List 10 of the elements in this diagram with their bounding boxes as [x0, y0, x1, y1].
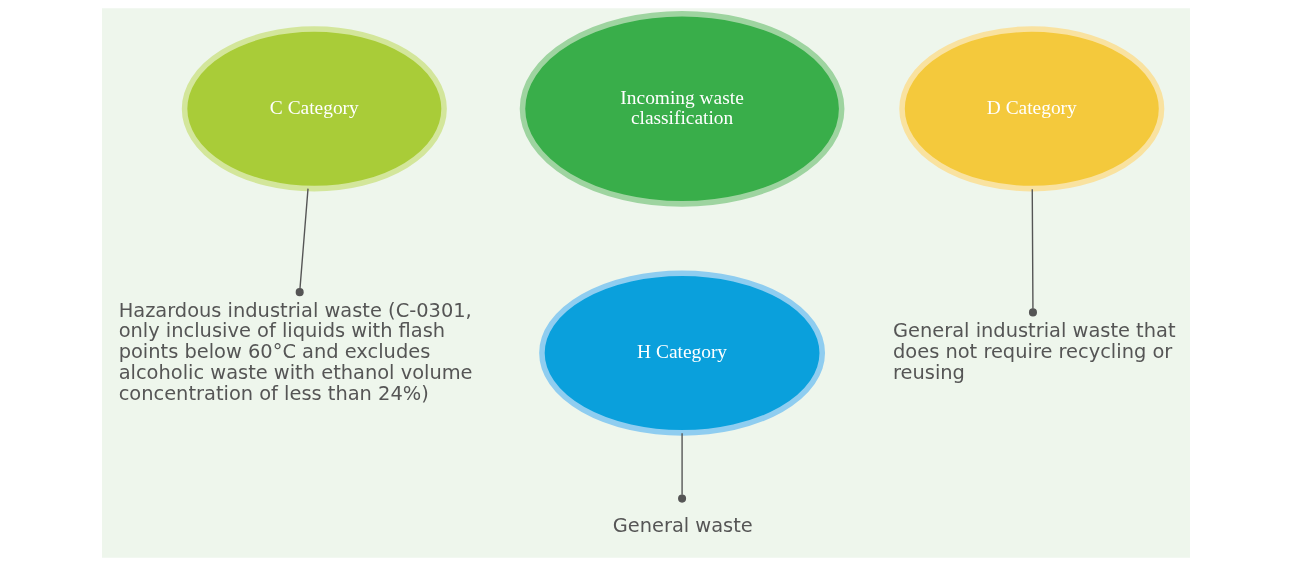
- node-ellipse: Incoming waste classification: [519, 11, 845, 207]
- node-ellipse: C Category: [181, 26, 447, 192]
- node-ellipse: D Category: [899, 26, 1165, 192]
- node-ellipse: H Category: [539, 270, 825, 436]
- node-text: General waste: [612, 514, 753, 538]
- connector: [678, 432, 687, 503]
- node-text: General industrial waste that does not require recycling or reusing: [893, 319, 1176, 385]
- connector: [1028, 188, 1037, 317]
- node-text: Hazardous industrial waste (C-0301, only inclusive of liquids with flash points below 60°C and excludes alcoholic waste with ethanol volume concentration of less than 24%): [118, 298, 473, 405]
- connector: [295, 187, 309, 297]
